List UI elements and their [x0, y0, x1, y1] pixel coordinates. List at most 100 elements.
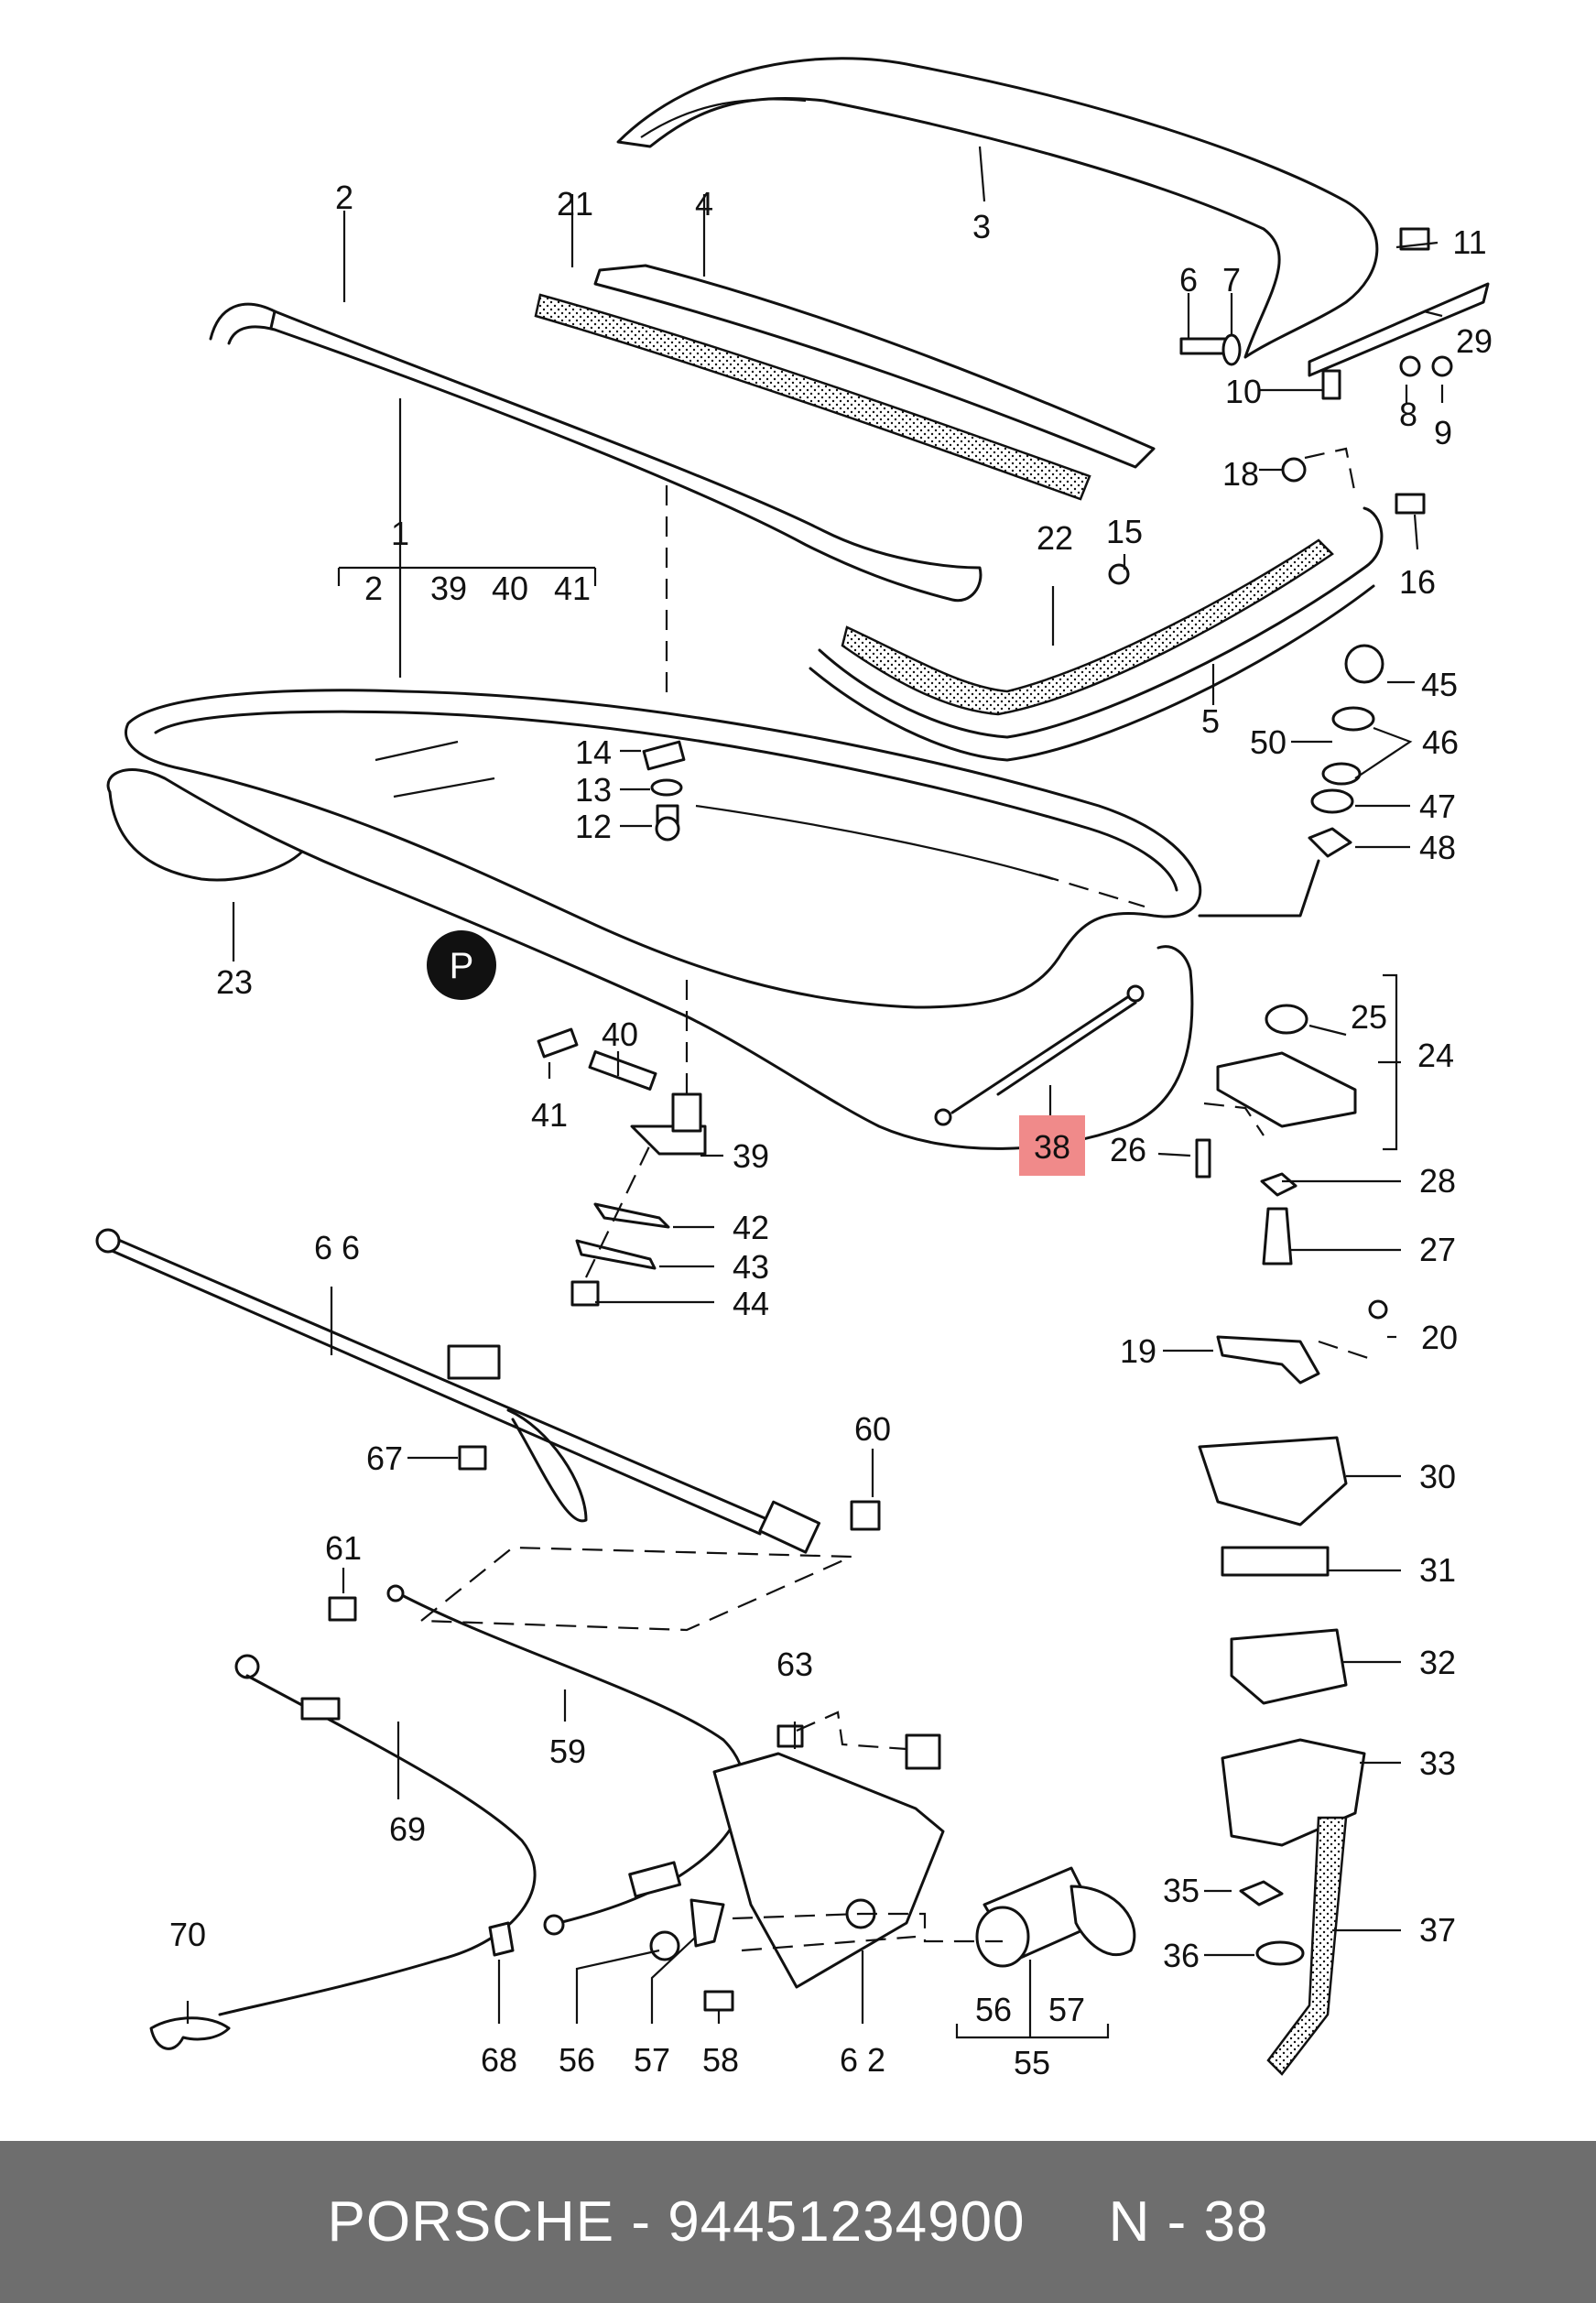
label-7: 7 [1222, 261, 1241, 299]
label-45: 45 [1421, 666, 1458, 703]
label-60: 60 [854, 1410, 891, 1448]
label-5: 5 [1201, 702, 1220, 740]
label-57-group: 57 [1048, 1991, 1085, 2028]
label-43: 43 [733, 1248, 769, 1286]
label-40-group: 40 [492, 570, 528, 607]
part-59-cable [328, 1584, 746, 1936]
label-21: 21 [557, 185, 593, 223]
label-32: 32 [1419, 1644, 1456, 1681]
label-39: 39 [733, 1137, 769, 1175]
label-26: 26 [1110, 1131, 1146, 1168]
label-19: 19 [1120, 1332, 1156, 1370]
hardware-45-50-46-47-48 [1198, 644, 1384, 918]
part-5-rail [809, 506, 1384, 762]
label-58: 58 [702, 2041, 739, 2079]
footer-bar: PORSCHE - 94451234900 N - 38 [0, 2141, 1596, 2303]
label-22: 22 [1037, 519, 1073, 557]
label-38: 38 [1034, 1128, 1070, 1166]
label-39-group: 39 [430, 570, 467, 607]
label-67: 67 [366, 1439, 403, 1477]
part-21-strip [534, 293, 1091, 501]
label-61: 61 [325, 1529, 362, 1567]
label-70: 70 [169, 1916, 206, 1953]
label-23: 23 [216, 963, 253, 1001]
label-24: 24 [1417, 1037, 1454, 1074]
label-55: 55 [1014, 2044, 1050, 2081]
footer-part-number: PORSCHE - 94451234900 N - 38 [327, 2190, 1269, 2254]
label-13: 13 [575, 771, 612, 809]
label-10: 10 [1225, 373, 1262, 410]
label-59: 59 [549, 1733, 586, 1770]
label-69: 69 [389, 1810, 426, 1848]
label-20: 20 [1421, 1319, 1458, 1356]
label-56: 56 [559, 2041, 595, 2079]
label-48: 48 [1419, 829, 1456, 866]
label-1: 1 [391, 515, 409, 552]
label-41-group: 41 [554, 570, 591, 607]
part-22-seal [841, 538, 1334, 716]
label-2-group: 2 [364, 570, 383, 607]
label-35: 35 [1163, 1872, 1200, 1909]
callout-labels: 1 2 39 40 41 2 21 4 3 6 7 11 29 10 8 9 1… [169, 179, 1493, 2081]
label-11: 11 [1452, 223, 1486, 261]
label-3: 3 [972, 208, 991, 245]
leader-lines [186, 146, 1444, 2024]
label-2: 2 [335, 179, 353, 216]
label-68: 68 [481, 2041, 517, 2079]
hardware-42-43-44 [570, 1144, 670, 1307]
parts-diagram: P [95, 57, 1493, 2081]
label-40: 40 [602, 1016, 638, 1053]
part-2-seal [209, 302, 983, 603]
label-44: 44 [733, 1285, 769, 1322]
label-9: 9 [1434, 414, 1452, 451]
highlight-box [1019, 1115, 1085, 1176]
label-42: 42 [733, 1209, 769, 1246]
label-15: 15 [1106, 513, 1143, 550]
label-66: 6 6 [314, 1229, 360, 1266]
label-8: 8 [1399, 396, 1417, 433]
label-28: 28 [1419, 1162, 1456, 1200]
hardware-18-15-16 [1108, 457, 1426, 585]
hardware-41-40-39 [537, 1027, 707, 1156]
label-14: 14 [575, 733, 612, 771]
hardware-6-7-10-11-29-8-9 [1179, 227, 1490, 400]
label-50: 50 [1250, 723, 1287, 761]
label-56-group: 56 [975, 1991, 1012, 2028]
label-12: 12 [575, 808, 612, 845]
part-38-strut [934, 984, 1145, 1126]
part-69-cable [218, 1654, 537, 2016]
label-18: 18 [1222, 455, 1259, 493]
label-25: 25 [1351, 998, 1387, 1036]
label-57: 57 [634, 2041, 670, 2079]
label-31: 31 [1419, 1551, 1456, 1589]
label-30: 30 [1419, 1458, 1456, 1495]
label-27: 27 [1419, 1231, 1456, 1268]
part-19-20-bracket [1216, 1299, 1388, 1385]
part-24-lock [1195, 973, 1398, 1266]
label-36: 36 [1163, 1937, 1200, 1974]
label-46: 46 [1422, 723, 1459, 761]
label-33: 33 [1419, 1744, 1456, 1782]
label-6: 6 [1179, 261, 1198, 299]
label-4: 4 [695, 185, 713, 223]
label-63: 63 [776, 1646, 813, 1683]
label-47: 47 [1419, 788, 1456, 825]
part-55-motor [955, 1866, 1136, 2039]
part-1-hood-frame [106, 689, 1202, 1150]
dashed-connectors [418, 447, 1374, 1952]
part-35-36-37 [1239, 1816, 1348, 2076]
svg-text:P: P [450, 946, 474, 986]
part-70-handle [149, 2016, 231, 2050]
label-62: 6 2 [840, 2041, 885, 2079]
part-30-32-33-catches [1198, 1436, 1366, 1847]
part-62-bracket [488, 1724, 945, 2012]
part-4-bar [593, 264, 1156, 469]
label-29: 29 [1456, 322, 1493, 360]
porsche-crest: P [427, 930, 496, 1000]
label-41: 41 [531, 1096, 568, 1134]
part-3-cover [616, 57, 1379, 359]
label-37: 37 [1419, 1911, 1456, 1949]
part-66-cable [95, 1228, 881, 1554]
label-16: 16 [1399, 563, 1436, 601]
hardware-14-13-12 [642, 740, 686, 842]
